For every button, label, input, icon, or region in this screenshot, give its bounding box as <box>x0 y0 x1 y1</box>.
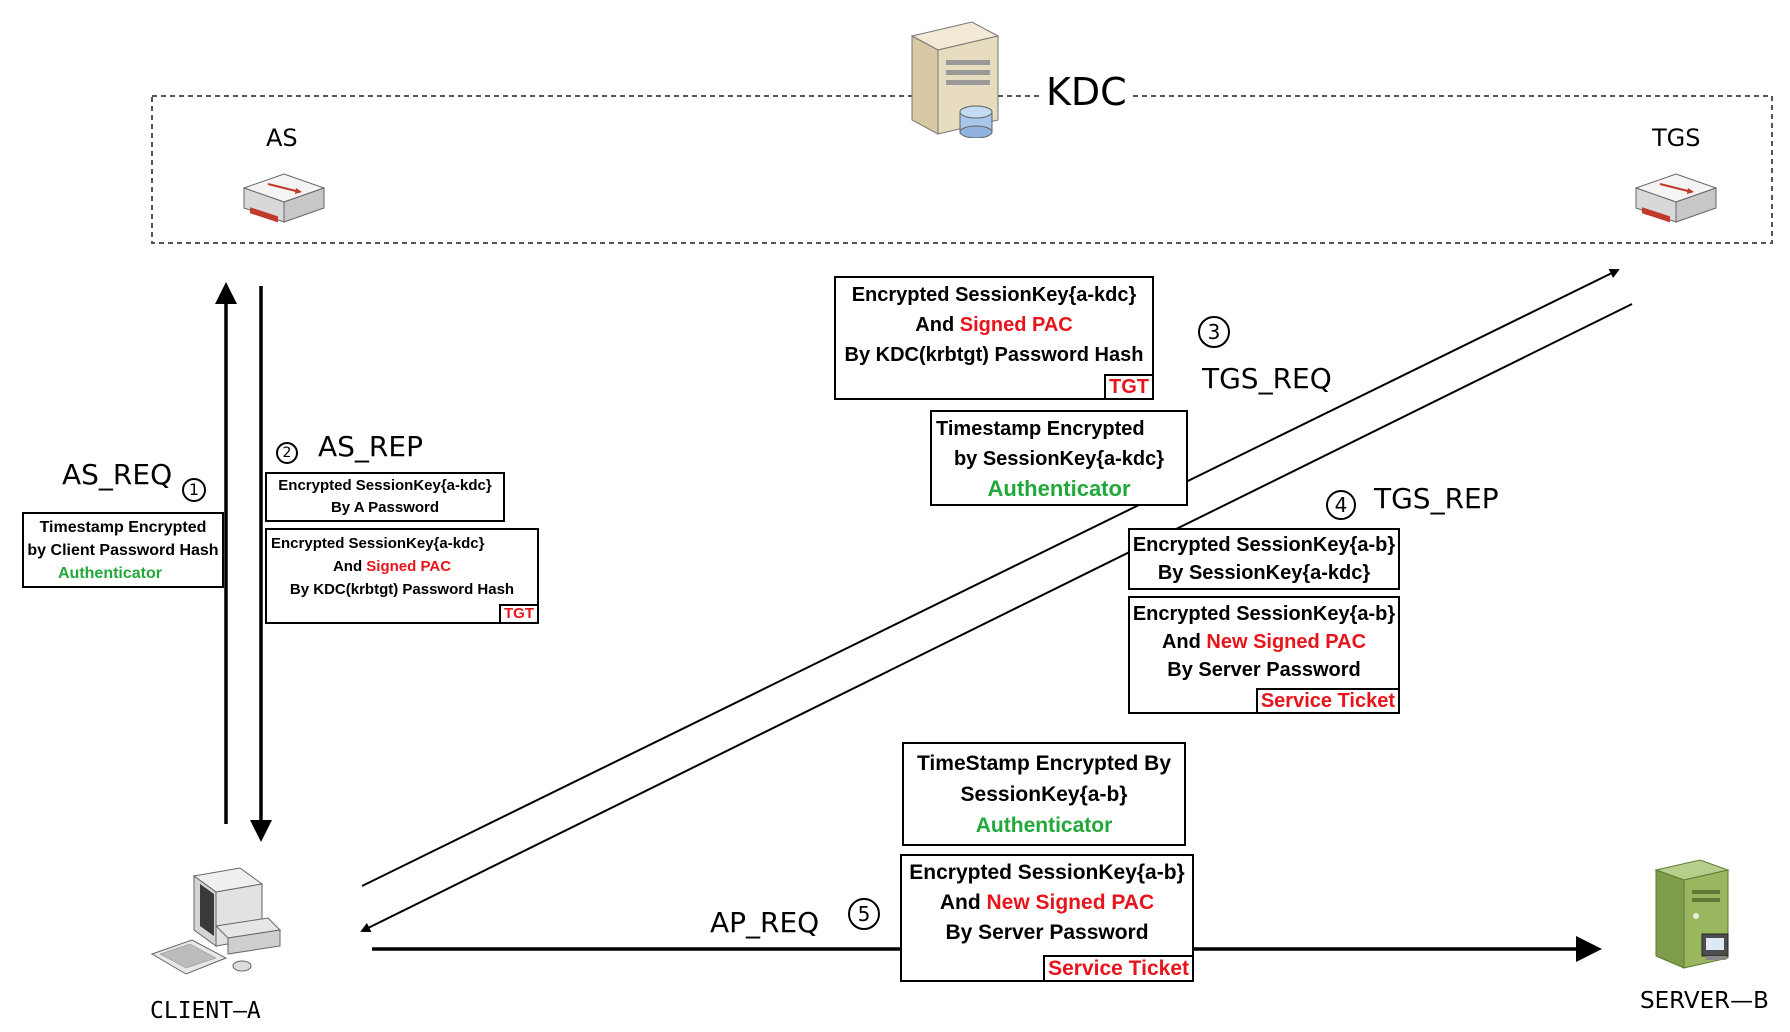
tgs-req-authenticator-box: Timestamp Encrypted by SessionKey{a-kdc}… <box>930 410 1188 506</box>
tgs-rep-sessionkey-box: Encrypted SessionKey{a-b} By SessionKey{… <box>1128 528 1400 590</box>
new-signed-pac-label: New Signed PAC <box>986 891 1155 914</box>
box-line: Encrypted SessionKey{a-b} <box>1132 534 1396 556</box>
tgt-tag: TGT <box>1104 374 1152 398</box>
kdc-title: KDC <box>1040 70 1133 114</box>
tgs-label: TGS <box>1652 124 1701 152</box>
server-tower-icon <box>902 14 1006 139</box>
as-rep-tgt-box: Encrypted SessionKey{a-kdc} And Signed P… <box>265 528 539 624</box>
as-label: AS <box>266 124 298 152</box>
new-signed-pac-label: New Signed PAC <box>1206 631 1367 653</box>
box-line: And <box>939 891 987 914</box>
box-line: TimeStamp Encrypted By <box>916 752 1172 775</box>
box-line: By KDC(krbtgt) Password Hash <box>289 581 515 598</box>
as-rep-sessionkey-box: Encrypted SessionKey{a-kdc} By A Passwor… <box>265 472 505 522</box>
as-req-label: AS_REQ <box>62 458 173 491</box>
green-server-icon <box>1650 856 1740 976</box>
tgs-rep-label: TGS_REP <box>1374 482 1499 515</box>
box-line: Timestamp Encrypted <box>936 418 1145 440</box>
box-line: By KDC(krbtgt) Password Hash <box>844 344 1144 366</box>
tgs-req-arrow <box>361 269 1620 887</box>
client-label: CLIENT—A <box>150 998 261 1024</box>
box-line: By Server Password <box>1167 659 1361 681</box>
signed-pac-label: Signed PAC <box>959 314 1073 336</box>
box-line: SessionKey{a-b} <box>960 783 1128 806</box>
step-5-badge: 5 <box>848 898 880 930</box>
tgs-rep-arrow <box>360 303 1633 932</box>
box-line: By Server Password <box>945 921 1149 944</box>
box-line: Encrypted SessionKey{a-kdc} <box>271 535 485 552</box>
desktop-computer-icon <box>150 866 282 986</box>
box-line: Encrypted SessionKey{a-kdc} <box>278 477 492 494</box>
authenticator-label: Authenticator <box>975 814 1113 837</box>
box-line: And <box>332 558 367 575</box>
box-line: by SessionKey{a-kdc} <box>953 448 1165 470</box>
box-line: By A Password <box>330 499 440 516</box>
step-4-badge: 4 <box>1326 490 1356 520</box>
signed-pac-label: Signed PAC <box>366 558 452 575</box>
box-line: And <box>1161 631 1207 653</box>
box-line: by Client Password Hash <box>27 542 219 559</box>
step-3-badge: 3 <box>1198 316 1230 348</box>
tgs-req-label: TGS_REQ <box>1202 362 1332 395</box>
tgs-req-tgt-box: Encrypted SessionKey{a-kdc} And Signed P… <box>834 276 1154 400</box>
as-rep-label: AS_REP <box>318 430 423 463</box>
ap-req-label: AP_REQ <box>710 906 820 939</box>
box-line: Timestamp Encrypted <box>39 519 207 536</box>
authenticator-label: Authenticator <box>987 476 1131 501</box>
router-icon <box>1632 170 1720 226</box>
server-label: SERVER—B <box>1640 988 1769 1014</box>
as-req-authenticator-box: Timestamp Encrypted by Client Password H… <box>22 512 224 588</box>
box-line: By SessionKey{a-kdc} <box>1157 562 1371 584</box>
box-line: Encrypted SessionKey{a-b} <box>1132 603 1396 625</box>
box-line: Encrypted SessionKey{a-kdc} <box>851 284 1137 306</box>
ap-req-service-ticket-box: Encrypted SessionKey{a-b} And New Signed… <box>900 854 1194 982</box>
box-line: And <box>915 314 960 336</box>
step-1-badge: 1 <box>182 478 206 502</box>
box-line: Encrypted SessionKey{a-b} <box>909 861 1185 884</box>
step-2-badge: 2 <box>276 442 298 464</box>
ap-req-authenticator-box: TimeStamp Encrypted By SessionKey{a-b} A… <box>902 742 1186 846</box>
service-ticket-tag: Service Ticket <box>1255 688 1398 712</box>
service-ticket-tag: Service Ticket <box>1043 954 1192 980</box>
authenticator-label: Authenticator <box>58 565 162 582</box>
router-icon <box>240 170 328 226</box>
tgs-rep-service-ticket-box: Encrypted SessionKey{a-b} And New Signed… <box>1128 596 1400 714</box>
tgt-tag: TGT <box>499 603 537 622</box>
